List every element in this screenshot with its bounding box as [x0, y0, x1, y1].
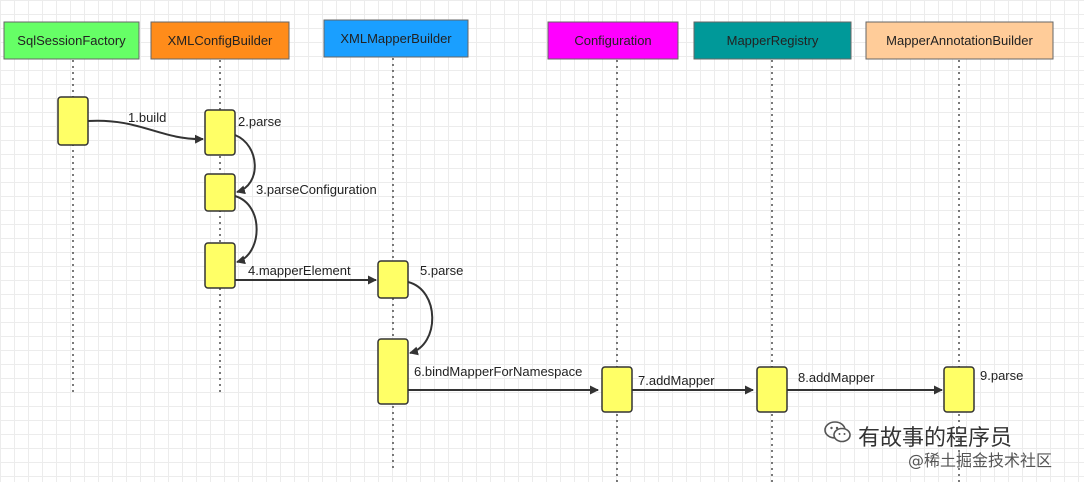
participant-xmlmapperbuilder: XMLMapperBuilder — [323, 19, 469, 58]
activation-mapperannotationbuilder — [943, 366, 975, 413]
message-arrow-build — [87, 119, 204, 144]
wechat-icon — [824, 421, 851, 443]
watermark-subtitle: @稀土掘金技术社区 — [908, 451, 1053, 470]
activation-xmlmapperbuilder-1 — [377, 260, 409, 299]
participant-label: XMLMapperBuilder — [340, 31, 452, 46]
participant-box — [150, 21, 290, 60]
message-arrow-parse — [234, 134, 256, 195]
message-label: 8.addMapper — [798, 370, 875, 385]
participant-box — [3, 21, 140, 60]
activation-xmlconfigbuilder-3 — [204, 242, 236, 289]
message-arrow-mapper-parse — [407, 281, 434, 356]
participant-sqlsessionfactory: SqlSessionFactory — [3, 21, 140, 60]
participant-label: SqlSessionFactory — [17, 33, 126, 48]
participant-label: Configuration — [574, 33, 651, 48]
participant-label: MapperAnnotationBuilder — [886, 33, 1033, 48]
message-label: 2.parse — [238, 114, 281, 129]
message-label: 1.build — [128, 110, 166, 125]
activation-configuration — [601, 366, 633, 413]
activation-mapperregistry — [756, 366, 788, 413]
activation-xmlconfigbuilder-1 — [204, 109, 236, 156]
message-label: 5.parse — [420, 263, 463, 278]
activation-sqlsessionfactory — [57, 96, 89, 146]
participant-mapperannotationbuilder: MapperAnnotationBuilder — [865, 21, 1054, 60]
message-arrow-parseconfiguration — [234, 195, 258, 265]
participant-box — [323, 19, 469, 58]
activation-xmlconfigbuilder-2 — [204, 173, 236, 212]
participant-configuration: Configuration — [547, 21, 679, 60]
message-label: 3.parseConfiguration — [256, 182, 377, 197]
participant-label: XMLConfigBuilder — [168, 33, 273, 48]
participant-mapperregistry: MapperRegistry — [693, 21, 852, 60]
message-label: 7.addMapper — [638, 373, 715, 388]
watermark-title: 有故事的程序员 — [858, 426, 1013, 451]
activation-xmlmapperbuilder-2 — [377, 338, 409, 405]
message-label: 4.mapperElement — [248, 263, 351, 278]
participant-box — [547, 21, 679, 60]
participant-box — [693, 21, 852, 60]
participant-label: MapperRegistry — [727, 33, 819, 48]
message-label: 6.bindMapperForNamespace — [414, 364, 582, 379]
participant-xmlconfigbuilder: XMLConfigBuilder — [150, 21, 290, 60]
participant-box — [865, 21, 1054, 60]
message-label: 9.parse — [980, 368, 1023, 383]
